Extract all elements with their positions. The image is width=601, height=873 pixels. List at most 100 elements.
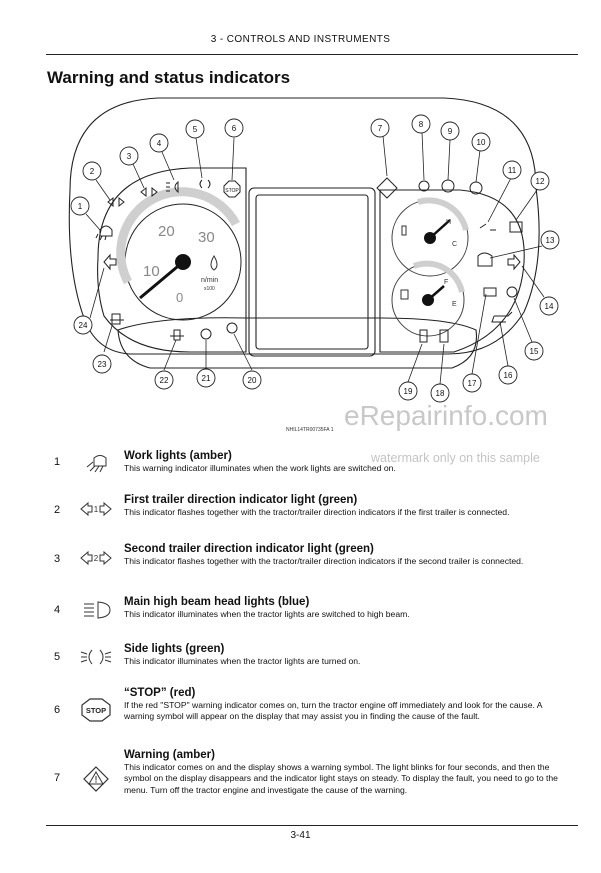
callout-number: 9 (448, 127, 453, 136)
stop-icon: STOP (81, 698, 111, 722)
temp-cold-label: C (452, 241, 457, 248)
callout-number: 20 (248, 376, 257, 385)
entry-description: If the red "STOP" warning indicator come… (124, 700, 543, 722)
rpm-tick-label: 0 (176, 290, 183, 305)
rpm-multiplier-label: x100 (204, 286, 215, 292)
instrument-cluster-figure: 10 20 30 0 n/min x100 H C F E (68, 97, 560, 403)
temp-high-label: H (446, 219, 451, 226)
tractor-trailer-icon (110, 313, 124, 325)
figure-reference: NHIL14TR00735FA 1 (286, 427, 334, 433)
callout-number: 12 (536, 177, 545, 186)
work-lights-icon (95, 225, 113, 241)
right-arrow-icon (507, 253, 521, 271)
left-gauge-housing (97, 167, 247, 353)
temperature-gauge: H C (391, 197, 469, 277)
fuel-pump-icon (400, 289, 409, 300)
callout-number: 7 (378, 124, 383, 133)
page-number: 3-41 (290, 830, 311, 841)
center-display-screen (255, 194, 369, 350)
page-title: Warning and status indicators (47, 68, 291, 87)
side-lights-icon (199, 179, 211, 189)
trailer-number-glyph: 1 (94, 505, 99, 514)
callout-number: 18 (436, 389, 445, 398)
callout-number: 2 (90, 167, 95, 176)
entry-description: This indicator comes on and the display … (124, 762, 558, 795)
cluster-outline (68, 97, 540, 355)
header-rule (46, 54, 578, 55)
brake-icon (418, 180, 430, 192)
callout-number: 4 (157, 139, 162, 148)
oil-pressure-icon (491, 311, 513, 323)
callout-number: 23 (98, 360, 107, 369)
left-arrow-icon (103, 253, 117, 271)
callout-circles (70, 114, 560, 403)
callout-number: 8 (419, 120, 424, 129)
callout-number: 16 (504, 371, 513, 380)
callout-number: 15 (530, 347, 539, 356)
entry-number: 1 (54, 456, 61, 468)
lower-panel (117, 317, 478, 369)
rpm-gauge: 10 20 30 0 n/min x100 (116, 187, 242, 321)
fuel-full-label: F (444, 279, 448, 286)
callout-number: 5 (193, 125, 198, 134)
watermark: eRepairinfo.com (344, 400, 548, 431)
callout-leaders (85, 131, 545, 385)
rpm-tick-label: 30 (198, 229, 215, 246)
entry-title: First trailer direction indicator light … (124, 494, 358, 506)
entry-number: 6 (54, 704, 61, 716)
entry-title: Work lights (amber) (124, 450, 232, 462)
entry-number: 7 (54, 772, 61, 784)
entry-title: “STOP” (red) (124, 687, 196, 699)
rpm-needle (139, 260, 184, 300)
cab-icon (477, 252, 493, 267)
second-trailer-direction-icon: 2 (80, 550, 112, 566)
pto-icon (226, 322, 238, 334)
entry-description: This indicator illuminates when the trac… (124, 609, 410, 619)
callout-number: 6 (232, 124, 237, 133)
work-lights-icon (86, 455, 107, 473)
warning-icon (83, 766, 109, 792)
center-display-frame (248, 187, 376, 357)
callout-number: 13 (546, 236, 555, 245)
entry-number: 2 (54, 504, 61, 516)
transmission-icon (509, 221, 523, 233)
entry-description: This indicator flashes together with the… (124, 507, 510, 517)
callout-number: 24 (79, 321, 88, 330)
stop-indicator-text: STOP (225, 188, 239, 194)
entry-description: This warning indicator illuminates when … (124, 463, 396, 473)
callout-number: 22 (160, 376, 169, 385)
trailer1-arrows-icon (107, 196, 125, 208)
coolant-icon (401, 225, 407, 236)
entry-title: Second trailer direction indicator light… (124, 543, 374, 555)
stop-indicator: STOP (223, 180, 241, 198)
fuel-level-icon (439, 329, 449, 343)
rpm-tick-label: 10 (143, 263, 160, 280)
four-wd-icon (170, 329, 184, 341)
high-beam-icon (84, 601, 111, 619)
trailer-number-glyph: 2 (94, 554, 99, 563)
watermark-note: watermark only on this sample (371, 451, 540, 465)
fuel-empty-label: E (452, 301, 457, 308)
callout-number: 10 (477, 138, 486, 147)
rpm-tick-label: 20 (158, 223, 175, 240)
cluster-indicator-symbols (95, 177, 523, 343)
battery-icon (483, 287, 497, 297)
fuel-gauge: F E (391, 260, 465, 337)
section-header: 3 - CONTROLS AND INSTRUMENTS (210, 34, 391, 45)
callout-number: 17 (468, 379, 477, 388)
trailer-brake-icon (479, 223, 496, 231)
entry-title: Side lights (green) (124, 643, 225, 655)
callout-number: 14 (545, 302, 554, 311)
seat-icon (419, 329, 428, 343)
diff-lock-icon (200, 328, 212, 340)
trailer2-arrows-icon (140, 186, 158, 198)
warning-icon (376, 177, 398, 199)
entry-description: This indicator illuminates when the trac… (124, 656, 361, 666)
first-trailer-direction-icon: 1 (80, 501, 112, 517)
entry-number: 5 (54, 651, 61, 663)
high-beam-icon (166, 180, 179, 194)
fuel-drop-icon (210, 255, 218, 271)
side-lights-icon (80, 649, 112, 665)
entry-title: Main high beam head lights (blue) (124, 596, 310, 608)
footer-rule (46, 825, 578, 826)
